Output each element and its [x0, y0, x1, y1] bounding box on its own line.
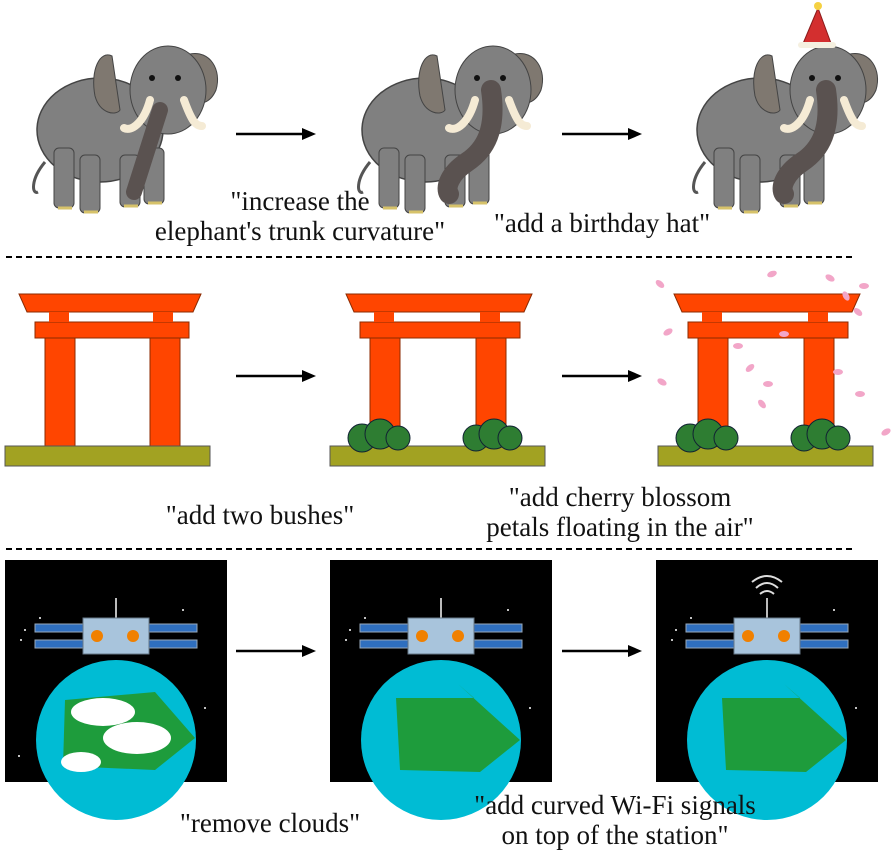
bush-icon	[462, 418, 523, 452]
birthday-hat-icon	[801, 6, 833, 47]
arrow-right-icon	[562, 645, 642, 657]
caption-line: "remove clouds"	[179, 808, 361, 838]
arrow-right-icon	[236, 645, 316, 657]
caption-wifi-signals: "add curved Wi-Fi signals on top of the …	[420, 790, 810, 850]
caption-line: petals floating in the air"	[486, 512, 754, 542]
row-separator	[6, 548, 852, 550]
caption-line: on top of the station"	[501, 820, 729, 850]
caption-trunk-curvature: "increase the elephant's trunk curvature…	[150, 186, 450, 246]
space-station-wifi	[656, 560, 878, 820]
caption-line: "increase the	[230, 186, 370, 216]
arrow-right-icon	[562, 370, 642, 382]
bush-icon	[347, 418, 411, 453]
arrow-right-icon	[236, 370, 316, 382]
caption-line: "add a birthday hat"	[493, 208, 711, 238]
torii-gate-original	[4, 293, 211, 467]
caption-line: "add cherry blossom	[508, 482, 732, 512]
arrow-right-icon	[236, 128, 316, 140]
elephant-birthday-hat	[692, 2, 878, 214]
elephant-curved-trunk	[357, 45, 543, 214]
torii-gate-petals	[655, 270, 891, 467]
space-station-no-clouds	[330, 560, 552, 820]
wifi-signal-icon	[751, 575, 783, 595]
caption-line: elephant's trunk curvature"	[154, 216, 446, 246]
caption-line: "add two bushes"	[165, 500, 355, 530]
caption-cherry-blossom: "add cherry blossom petals floating in t…	[430, 482, 810, 542]
caption-two-bushes: "add two bushes"	[110, 500, 410, 530]
torii-gate-bushes	[329, 293, 546, 467]
caption-birthday-hat: "add a birthday hat"	[462, 208, 742, 238]
space-station-clouds	[5, 560, 227, 820]
cherry-petal-icon	[655, 270, 891, 436]
row-separator	[6, 256, 852, 258]
caption-line: "add curved Wi-Fi signals	[474, 790, 756, 820]
caption-remove-clouds: "remove clouds"	[120, 808, 420, 838]
arrow-right-icon	[562, 128, 642, 140]
elephant-original	[32, 45, 218, 214]
